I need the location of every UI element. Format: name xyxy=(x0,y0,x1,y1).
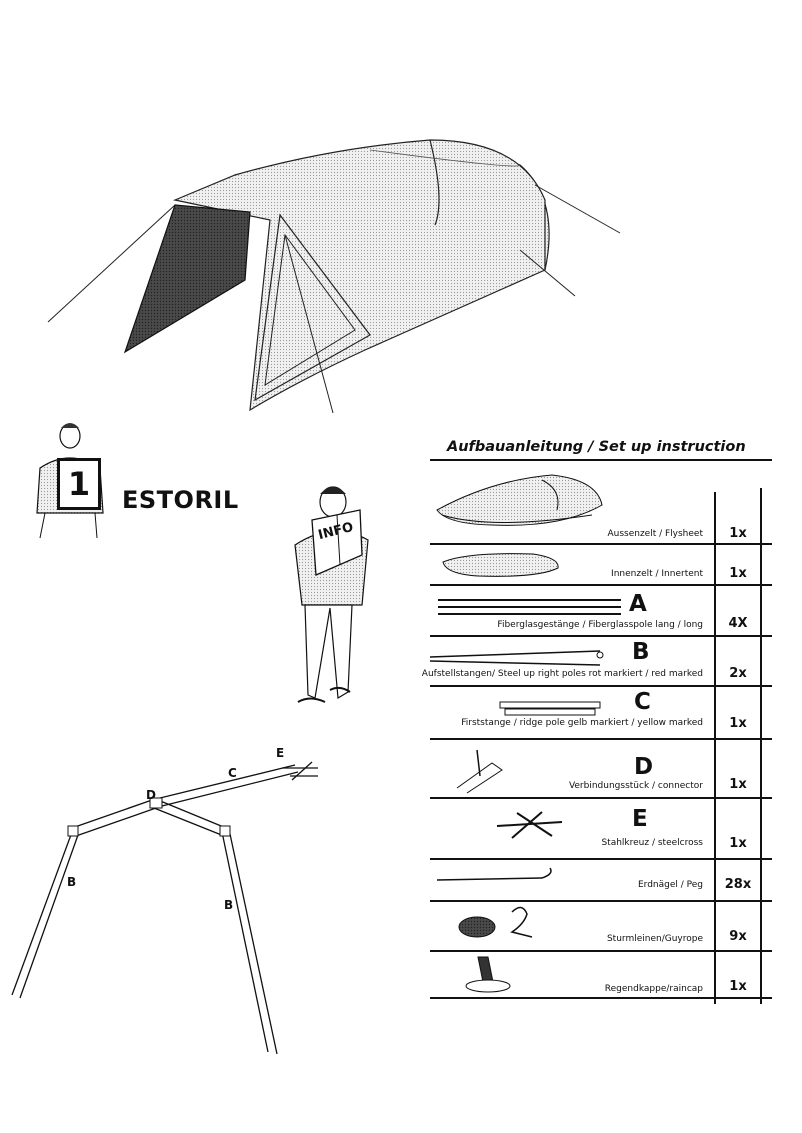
row-divider xyxy=(430,950,772,952)
item-label: Stahlkreuz / steelcross xyxy=(601,838,703,848)
step-number: 1 xyxy=(67,465,91,503)
frame-label-e: E xyxy=(276,746,285,760)
item-letter-d: D xyxy=(634,754,654,780)
item-letter-b: B xyxy=(632,639,650,665)
item-label: Verbindungsstück / connector xyxy=(568,781,703,791)
item-qty: 1x xyxy=(729,716,747,731)
row-divider xyxy=(430,543,772,545)
item-qty: 1x xyxy=(729,979,747,994)
row-divider xyxy=(430,858,772,860)
frame-label-b-left: B xyxy=(67,875,77,889)
row-divider xyxy=(430,900,772,902)
item-qty: 1x xyxy=(729,777,747,792)
ridge-pole-icon xyxy=(499,701,601,716)
item-label: Aussenzelt / Flysheet xyxy=(607,529,703,539)
tent-model-title: ESTORIL xyxy=(122,486,239,514)
setup-heading: Aufbauanleitung / Set up instruction xyxy=(447,439,746,455)
frame-label-b-right: B xyxy=(224,898,234,912)
item-qty: 1x xyxy=(729,526,747,541)
item-label: Sturmleinen/Guyrope xyxy=(606,934,703,944)
fiberglass-poles-icon xyxy=(438,599,621,615)
frame-label-c: C xyxy=(228,766,237,780)
item-qty: 9x xyxy=(729,929,747,944)
row-divider xyxy=(430,635,772,637)
innertent-icon xyxy=(442,553,559,577)
raincap-icon xyxy=(465,956,511,993)
man-reading-info-icon xyxy=(294,486,369,703)
item-label: Firststange / ridge pole gelb markiert /… xyxy=(461,718,703,728)
pole-frame-diagram xyxy=(11,761,318,1055)
row-divider xyxy=(430,584,772,586)
item-label: Fiberglasgestänge / Fiberglasspole lang … xyxy=(497,620,703,630)
steel-poles-icon xyxy=(429,650,604,666)
steelcross-icon xyxy=(496,811,563,839)
item-qty: 2x xyxy=(729,666,747,681)
row-divider xyxy=(430,797,772,799)
item-qty: 4X xyxy=(728,616,748,631)
item-letter-c: C xyxy=(634,689,651,715)
item-label: Aufstellstangen/ Steel up right poles ro… xyxy=(421,669,703,679)
row-divider xyxy=(430,738,772,740)
item-label: Regendkappe/raincap xyxy=(604,984,703,994)
qty-column-left-line xyxy=(714,492,716,1004)
item-label: Erdnägel / Peg xyxy=(637,880,703,890)
row-divider xyxy=(430,997,772,999)
heading-rule xyxy=(430,459,772,461)
item-letter-a: A xyxy=(629,591,647,617)
step-number-box: 1 xyxy=(57,458,101,510)
peg-icon xyxy=(436,867,552,881)
guyrope-icon xyxy=(458,906,533,938)
item-label: Innenzelt / Innertent xyxy=(611,569,703,579)
qty-column-right-line xyxy=(760,488,762,1004)
item-letter-e: E xyxy=(632,806,648,832)
item-qty: 1x xyxy=(729,836,747,851)
row-divider xyxy=(430,685,772,687)
item-qty: 1x xyxy=(729,566,747,581)
flysheet-icon xyxy=(436,474,603,526)
tent-illustration xyxy=(47,139,621,414)
frame-label-d: D xyxy=(146,788,156,802)
connector-icon xyxy=(456,749,503,794)
item-qty: 28x xyxy=(724,877,752,892)
